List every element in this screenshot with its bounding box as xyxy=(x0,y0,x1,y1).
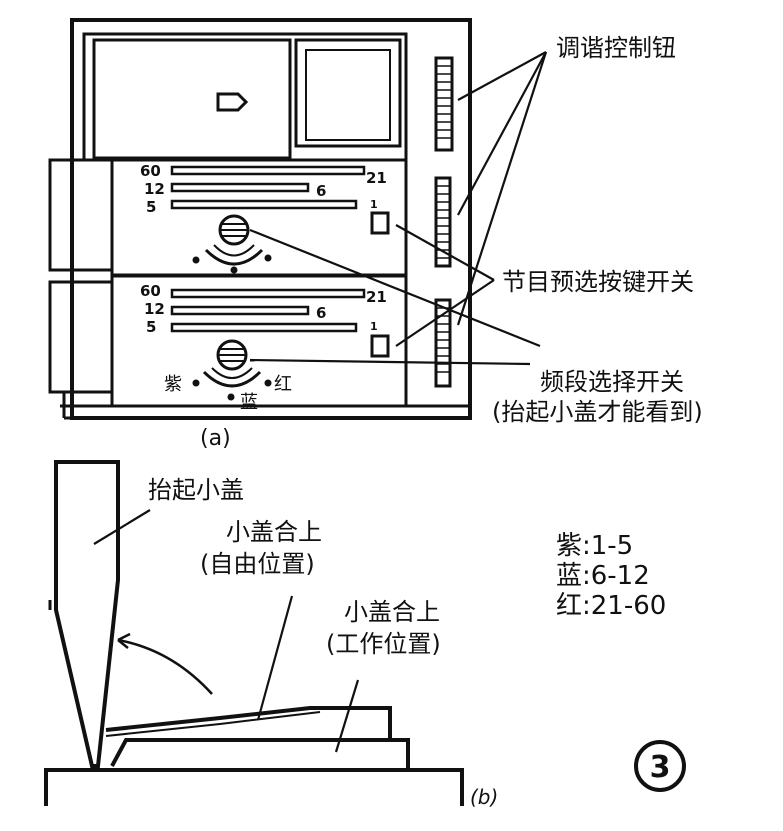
scale-bar xyxy=(170,165,366,176)
scale-bar xyxy=(170,305,310,316)
scale-label-left: 5 xyxy=(146,318,156,336)
legend-range: :21-60 xyxy=(582,591,666,621)
tv-body-outline xyxy=(70,18,472,420)
scale-label-right: 1 xyxy=(370,198,378,211)
tuning-knob-3[interactable] xyxy=(434,298,452,388)
upper-band-knob[interactable] xyxy=(192,214,272,274)
caption-a: (a) xyxy=(200,426,231,451)
screen-area xyxy=(92,38,292,160)
tuning-knob-label: 调谐控制钮 xyxy=(556,34,676,62)
scale-label-right: 6 xyxy=(316,182,326,200)
band-switch-label: 频段选择开关 xyxy=(540,368,684,396)
scale-bar xyxy=(170,182,310,193)
ground xyxy=(44,768,464,806)
leader-lines xyxy=(249,51,548,366)
closed-lid-free xyxy=(105,706,392,740)
upper-scales: 60 21 12 6 5 1 xyxy=(140,162,387,216)
scale-bar xyxy=(170,199,358,210)
figure-number: 3 xyxy=(650,750,671,785)
base-block xyxy=(110,738,410,768)
scale-label-right: 21 xyxy=(366,288,387,306)
upper-preset-button[interactable] xyxy=(370,211,390,235)
lid-closed-work-note: (工作位置) xyxy=(326,630,441,658)
band-color-legend: 紫 :1-5 蓝 :6-12 红 :21-60 xyxy=(556,531,666,621)
dial-label-purple: 紫 xyxy=(164,374,182,395)
legend-range: :1-5 xyxy=(582,531,633,561)
scale-bar xyxy=(170,322,358,333)
lower-band-knob[interactable] xyxy=(192,339,272,401)
upper-side-block xyxy=(48,158,114,272)
lid-closed-free-label: 小盖合上 xyxy=(226,518,322,546)
dial-label-blue: 蓝 xyxy=(240,392,258,413)
lower-scales: 60 21 12 6 5 1 xyxy=(140,282,387,336)
band-switch-note: (抬起小盖才能看到) xyxy=(492,398,703,426)
figure-number-circle xyxy=(634,740,686,792)
preset-switch-label: 节目预选按键开关 xyxy=(502,268,694,296)
scale-label-left: 60 xyxy=(140,162,161,180)
lower-preset-button[interactable] xyxy=(370,334,390,358)
scale-label-left: 60 xyxy=(140,282,161,300)
rotation-arrow xyxy=(117,638,213,695)
lid-raised-label: 抬起小盖 xyxy=(148,476,244,504)
scale-label-right: 21 xyxy=(366,169,387,187)
scale-label-right: 6 xyxy=(316,304,326,322)
side-view-b: 抬起小盖 小盖合上 (自由位置) 小盖合上 (工作位置) 紫 :1-5 蓝 :6… xyxy=(44,460,686,809)
scale-label-left: 5 xyxy=(146,198,156,216)
picture-window-inner xyxy=(305,49,391,141)
lower-side-block xyxy=(48,280,114,394)
dial-label-red: 红 xyxy=(274,374,292,395)
legend-range: :6-12 xyxy=(582,561,650,591)
legend-color: 蓝 xyxy=(556,561,582,591)
legend-color: 红 xyxy=(556,591,582,621)
picture-window xyxy=(294,38,402,148)
tuning-knob-2[interactable] xyxy=(434,176,452,268)
lid-closed-free-note: (自由位置) xyxy=(200,550,315,578)
tv-inner-frame xyxy=(82,32,408,162)
scale-label-left: 12 xyxy=(144,180,165,198)
front-panel-a: 60 21 12 6 5 1 60 21 xyxy=(48,18,703,451)
scale-bar xyxy=(170,288,366,299)
channel-arrow-icon xyxy=(216,92,249,112)
caption-b: (b) xyxy=(470,785,498,809)
scale-label-right: 1 xyxy=(370,320,378,333)
lid-closed-work-label: 小盖合上 xyxy=(344,598,440,626)
raised-lid xyxy=(54,460,120,768)
scale-label-left: 12 xyxy=(144,300,165,318)
tuning-knob-1[interactable] xyxy=(434,56,454,152)
legend-color: 紫 xyxy=(556,531,582,561)
